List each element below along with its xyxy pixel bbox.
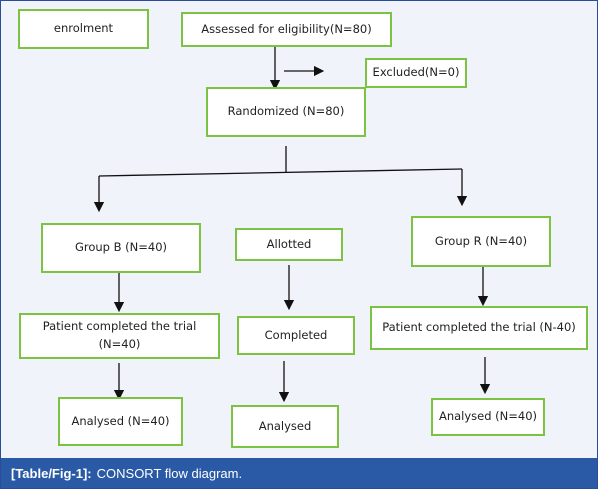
caption-tag: [Table/Fig-1]: [11,465,92,481]
completed-r-box: Patient completed the trial (N-40) [370,306,588,350]
analysed-mid-label: Analysed [258,418,312,433]
completed-r-label: Patient completed the trial (N-40) [382,320,576,335]
assessed-label: Assessed for eligibility(N=80) [201,21,372,36]
completed-mid-box: Completed [237,316,355,355]
completed-mid-label: Completed [264,327,328,342]
group-r-box: Group R (N=40) [411,216,551,267]
caption-text: CONSORT flow diagram. [96,465,243,481]
randomized-label: Randomized (N=80) [227,104,345,119]
flow-connectors [93,47,491,403]
analysed-b-box: Analysed (N=40) [58,397,183,446]
group-b-box: Group B (N=40) [41,223,201,273]
excluded-box: Excluded(N=0) [365,58,467,88]
enrolment-label: enrolment [53,21,114,36]
enrolment-box: enrolment [18,9,149,49]
analysed-r-box: Analysed (N=40) [431,398,545,436]
completed-b-label-line1: Patient completed the trial [42,319,197,334]
randomized-box: Randomized (N=80) [206,87,366,137]
assessed-box: Assessed for eligibility(N=80) [181,12,392,47]
group-b-label: Group B (N=40) [74,240,168,255]
allotted-box: Allotted [235,228,343,261]
connector-split [98,168,463,177]
group-r-label: Group R (N=40) [434,233,528,248]
completed-b-box: Patient completed the trial (N=40) [19,313,220,359]
analysed-b-label: Analysed (N=40) [71,413,170,428]
figure-caption: [Table/Fig-1]: CONSORT flow diagram. [1,458,597,488]
completed-b-label-line2: (N=40) [98,337,141,351]
analysed-r-label: Analysed (N=40) [438,409,538,424]
analysed-mid-box: Analysed [231,405,339,448]
allotted-label: Allotted [266,236,312,251]
excluded-label: Excluded(N=0) [372,65,460,80]
